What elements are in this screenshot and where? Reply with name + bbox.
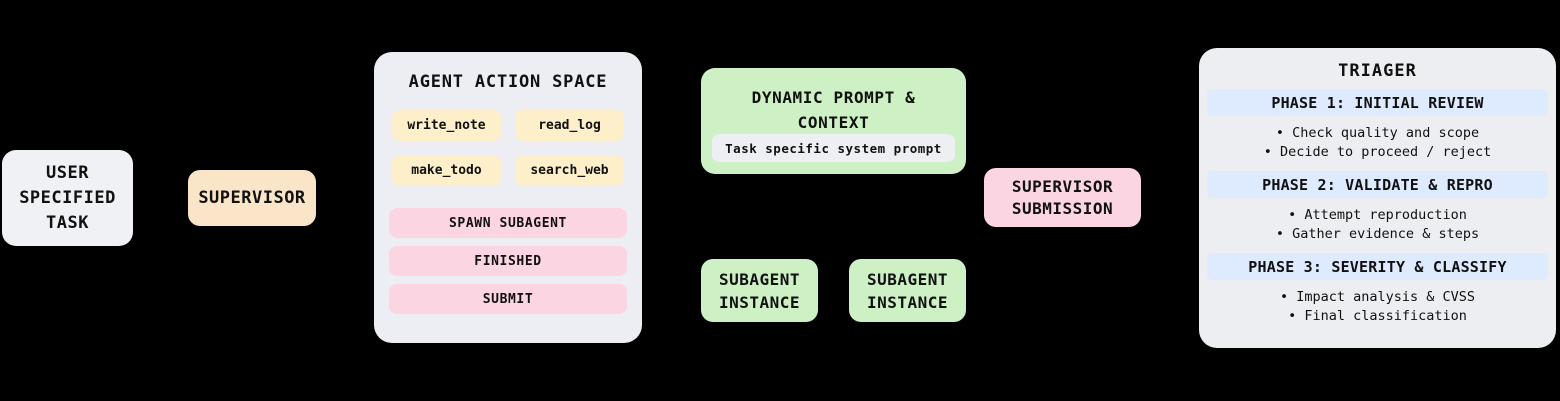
triager-phase-3-bullet-2: • Final classification: [1288, 308, 1467, 324]
triager-phase-1-header: PHASE 1: INITIAL REVIEW: [1207, 89, 1548, 116]
triager-phase-2-bullet-2: • Gather evidence & steps: [1275, 226, 1480, 242]
card-triager: TRIAGER PHASE 1: INITIAL REVIEW • Check …: [1199, 48, 1556, 348]
triager-phase-2-header: PHASE 2: VALIDATE & REPRO: [1207, 171, 1548, 198]
action-spawn-subagent[interactable]: SPAWN SUBAGENT: [389, 208, 627, 238]
action-submit[interactable]: SUBMIT: [389, 284, 627, 314]
tool-search-web[interactable]: search_web: [515, 155, 624, 186]
dynamic-prompt-title: DYNAMIC PROMPT &CONTEXT: [751, 88, 916, 132]
triager-phase-3-bullet-1: • Impact analysis & CVSS: [1279, 289, 1476, 305]
node-supervisor: SUPERVISOR: [188, 170, 316, 226]
triager-phase-2-bullet-1: • Attempt reproduction: [1288, 207, 1467, 223]
tool-write-note[interactable]: write_note: [392, 110, 501, 141]
triager-phase-1-bullet-2: • Decide to proceed / reject: [1263, 144, 1492, 160]
tool-make-todo[interactable]: make_todo: [392, 155, 501, 186]
card-dynamic-prompt-context: DYNAMIC PROMPT &CONTEXT Task specific sy…: [701, 68, 966, 174]
tool-pill-row-2: make_todo search_web: [374, 155, 642, 186]
tool-pill-row-1: write_note read_log: [374, 110, 642, 141]
triager-phase-2-bullets: • Attempt reproduction • Gather evidence…: [1199, 198, 1556, 253]
triager-phase-1-bullets: • Check quality and scope • Decide to pr…: [1199, 116, 1556, 171]
tool-read-log[interactable]: read_log: [515, 110, 624, 141]
task-specific-system-prompt-pill: Task specific system prompt: [712, 134, 955, 162]
triager-phase-3-bullets: • Impact analysis & CVSS • Final classif…: [1199, 280, 1556, 335]
action-finished[interactable]: FINISHED: [389, 246, 627, 276]
card-agent-action-space: AGENT ACTION SPACE write_note read_log m…: [374, 52, 642, 343]
triager-phase-1-bullet-1: • Check quality and scope: [1275, 125, 1480, 141]
agent-action-space-title: AGENT ACTION SPACE: [408, 72, 608, 92]
triager-phase-3-header: PHASE 3: SEVERITY & CLASSIFY: [1207, 253, 1548, 280]
supervisor-label: SUPERVISOR: [198, 188, 306, 208]
triager-title: TRIAGER: [1338, 61, 1417, 81]
